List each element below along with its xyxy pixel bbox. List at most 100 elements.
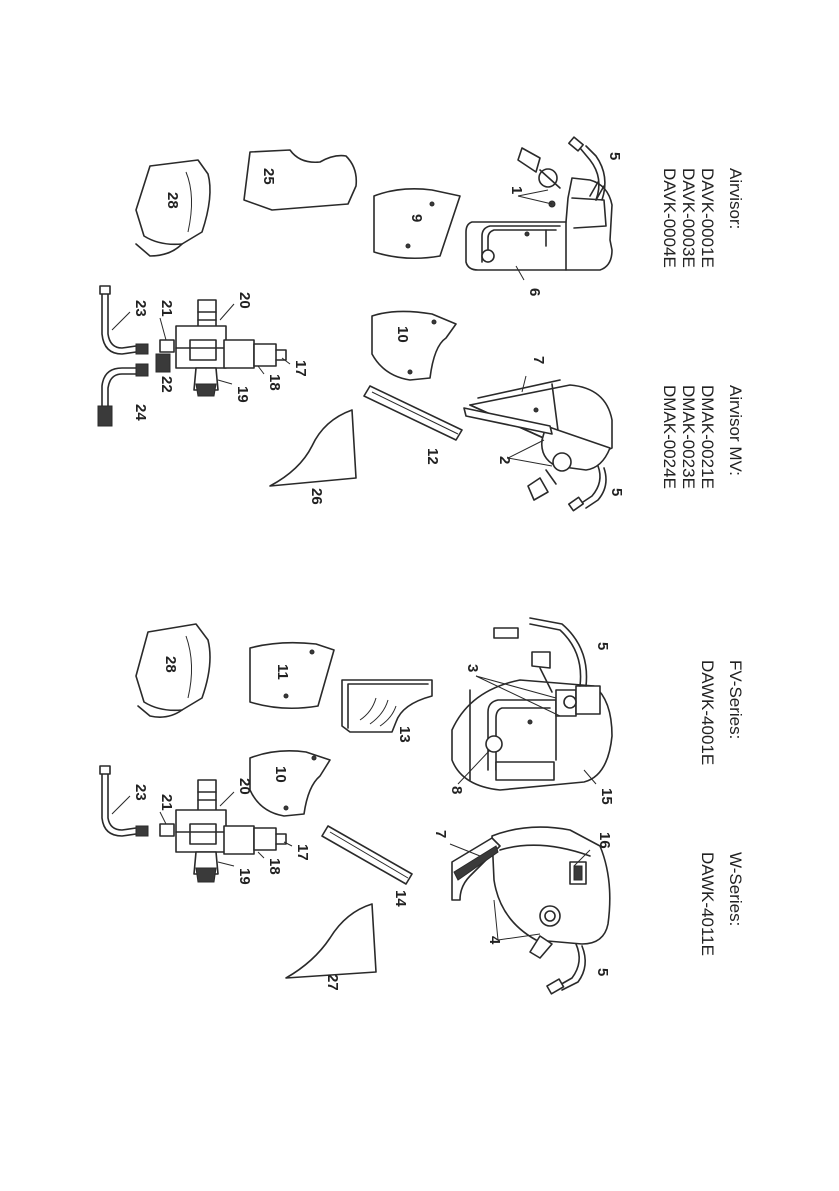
callout-10b: 10 xyxy=(272,766,289,783)
svg-text:14: 14 xyxy=(392,890,409,907)
callout-18a: 18 xyxy=(258,366,283,391)
svg-text:10: 10 xyxy=(272,766,289,783)
svg-text:27: 27 xyxy=(324,974,341,991)
section-title: Airvisor MV: xyxy=(726,385,745,476)
svg-text:18: 18 xyxy=(266,858,283,875)
svg-text:4: 4 xyxy=(486,936,503,945)
callout-20a: 20 xyxy=(220,292,253,320)
callout-11: 11 xyxy=(274,664,291,680)
svg-text:17: 17 xyxy=(294,844,311,861)
part-11-drawing xyxy=(250,643,334,709)
callout-28a: 28 xyxy=(164,192,181,209)
svg-text:6: 6 xyxy=(526,288,543,296)
svg-text:21: 21 xyxy=(158,794,175,811)
section-title: W-Series: xyxy=(726,852,745,926)
svg-text:20: 20 xyxy=(236,778,253,795)
svg-text:9: 9 xyxy=(408,214,425,222)
model-number: DAWK-4001E xyxy=(698,660,717,765)
part-14-drawing xyxy=(322,826,412,884)
svg-text:28: 28 xyxy=(164,192,181,209)
callout-5a: 5 xyxy=(606,152,623,160)
callout-14: 14 xyxy=(392,890,409,907)
callout-20b: 20 xyxy=(220,778,253,806)
svg-text:18: 18 xyxy=(266,374,283,391)
svg-text:1: 1 xyxy=(508,186,525,194)
model-number: DMAK-0023E xyxy=(679,385,698,489)
model-number: DAVK-0004E xyxy=(660,168,679,268)
callout-1: 1 xyxy=(508,186,552,204)
svg-text:5: 5 xyxy=(594,968,611,976)
blower-assembly-top-drawing xyxy=(98,286,286,426)
callout-13: 13 xyxy=(396,726,413,743)
callout-26: 26 xyxy=(308,488,325,505)
svg-text:20: 20 xyxy=(236,292,253,309)
part-9-drawing xyxy=(374,189,460,258)
svg-text:21: 21 xyxy=(158,300,175,317)
svg-text:19: 19 xyxy=(234,386,251,403)
header-airvisor: Airvisor: DAVK-0001E DAVK-0003E DAVK-000… xyxy=(660,168,745,268)
svg-text:3: 3 xyxy=(464,664,481,672)
svg-text:5: 5 xyxy=(606,152,623,160)
model-number: DAVK-0003E xyxy=(679,168,698,268)
callout-18b: 18 xyxy=(258,852,283,875)
part-10a-drawing xyxy=(372,311,456,380)
model-number: DAWK-4011E xyxy=(698,852,717,956)
header-w-series: W-Series: DAWK-4011E xyxy=(698,852,745,956)
callout-12: 12 xyxy=(424,448,441,465)
callout-17a: 17 xyxy=(282,358,309,377)
svg-text:19: 19 xyxy=(236,868,253,885)
svg-text:5: 5 xyxy=(594,642,611,650)
callout-19b: 19 xyxy=(218,862,253,885)
svg-text:16: 16 xyxy=(596,832,613,849)
callout-5d: 5 xyxy=(594,968,611,976)
callout-22: 22 xyxy=(158,376,175,393)
header-fv-series: FV-Series: DAWK-4001E xyxy=(698,660,745,765)
svg-text:22: 22 xyxy=(158,376,175,393)
callout-28b: 28 xyxy=(162,656,179,673)
airvisor-mv-helmet-drawing xyxy=(464,380,612,511)
part-12-drawing xyxy=(364,386,462,440)
part-27-drawing xyxy=(286,904,376,978)
callout-23a: 23 xyxy=(112,300,149,330)
w-series-helmet-drawing xyxy=(452,827,610,994)
svg-text:10: 10 xyxy=(394,326,411,343)
callout-21a: 21 xyxy=(158,300,175,340)
model-number: DMAK-0024E xyxy=(660,385,679,489)
part-10b-drawing xyxy=(250,751,330,816)
callout-27: 27 xyxy=(324,974,341,991)
svg-text:5: 5 xyxy=(608,488,625,496)
callout-17b: 17 xyxy=(284,842,311,861)
callout-23b: 23 xyxy=(112,784,149,814)
callout-25: 25 xyxy=(260,168,277,185)
svg-text:23: 23 xyxy=(132,300,149,317)
callout-5c: 5 xyxy=(594,642,611,650)
svg-text:7: 7 xyxy=(530,356,547,364)
svg-text:13: 13 xyxy=(396,726,413,743)
svg-text:15: 15 xyxy=(598,788,615,805)
callout-9: 9 xyxy=(408,214,425,222)
svg-text:8: 8 xyxy=(448,786,465,794)
callout-10a: 10 xyxy=(394,326,411,343)
svg-text:17: 17 xyxy=(292,360,309,377)
svg-text:24: 24 xyxy=(132,404,149,421)
callout-24: 24 xyxy=(132,404,149,421)
section-title: Airvisor: xyxy=(726,168,745,229)
model-number: DMAK-0021E xyxy=(698,385,717,489)
callout-15: 15 xyxy=(584,770,615,805)
svg-text:11: 11 xyxy=(274,664,291,680)
part-26-drawing xyxy=(270,410,356,486)
section-title: FV-Series: xyxy=(726,660,745,739)
part-13-drawing xyxy=(342,680,432,732)
svg-text:26: 26 xyxy=(308,488,325,505)
svg-text:25: 25 xyxy=(260,168,277,185)
callout-7a: 7 xyxy=(522,356,547,392)
svg-text:23: 23 xyxy=(132,784,149,801)
airvisor-helmet-drawing xyxy=(466,137,612,270)
model-number: DAVK-0001E xyxy=(698,168,717,268)
svg-text:12: 12 xyxy=(424,448,441,465)
callout-5b: 5 xyxy=(608,488,625,496)
svg-text:7: 7 xyxy=(432,830,449,838)
header-airvisor-mv: Airvisor MV: DMAK-0021E DMAK-0023E DMAK-… xyxy=(660,385,745,489)
